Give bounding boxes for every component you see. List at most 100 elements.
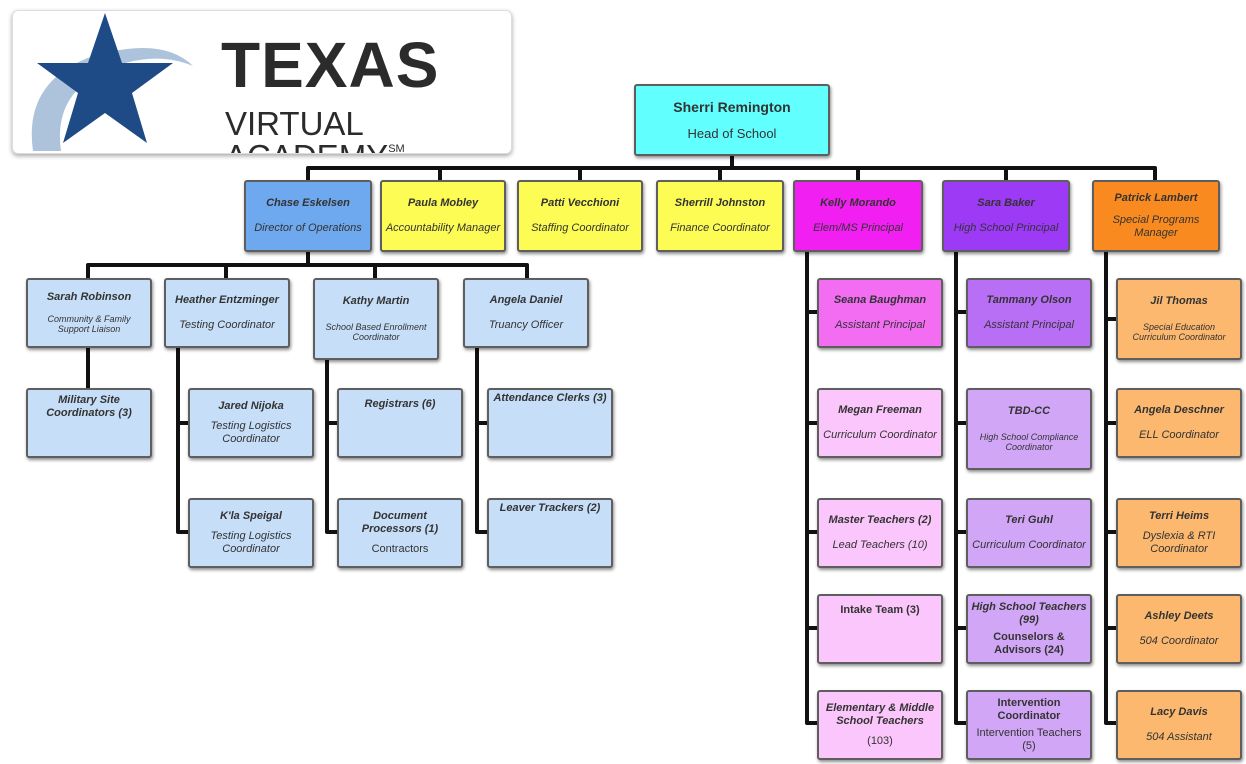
person-name: Jared Nijoka <box>218 399 284 412</box>
community-liaison-box: Sarah Robinson Community & Family Suppor… <box>26 278 152 348</box>
person-name: TBD-CC <box>1007 405 1051 418</box>
group-name: Intake Team (3) <box>840 604 920 616</box>
person-name: Terri Heims <box>1148 509 1210 522</box>
staffing-coordinator-box: Patti Vecchioni Staffing Coordinator <box>517 180 643 252</box>
person-role: Community & Family Support Liaison <box>47 313 131 335</box>
person-role: 504 Coordinator <box>1139 635 1219 647</box>
testing-coordinator-box: Heather Entzminger Testing Coordinator <box>164 278 290 348</box>
person-name: K'la Speigal <box>220 509 282 522</box>
group-note: Contractors <box>371 543 429 556</box>
special-programs-manager-box: Patrick Lambert Special Programs Manager <box>1092 180 1220 252</box>
person-role: Assistant Principal <box>984 319 1074 331</box>
person-name: Sara Baker <box>977 196 1035 209</box>
person-name: Megan Freeman <box>838 404 922 417</box>
504-assistant-box: Lacy Davis 504 Assistant <box>1116 690 1242 760</box>
hs-curriculum-coordinator-box: Teri Guhl Curriculum Coordinator <box>966 498 1092 568</box>
group-role: Counselors & Advisors (24) <box>993 630 1065 656</box>
group-name: Leaver Trackers (2) <box>499 502 601 514</box>
elem-ms-principal-box: Kelly Morando Elem/MS Principal <box>793 180 923 252</box>
testing-logistics-box-1: Jared Nijoka Testing Logistics Coordinat… <box>188 388 314 458</box>
person-name: Angela Daniel <box>489 294 563 307</box>
person-name: Teri Guhl <box>1005 514 1053 527</box>
dyslexia-rti-coordinator-box: Terri Heims Dyslexia & RTI Coordinator <box>1116 498 1242 568</box>
hs-compliance-coordinator-box: TBD-CC High School Compliance Coordinato… <box>966 388 1092 470</box>
group-name: High School Teachers (99) <box>971 601 1087 627</box>
military-site-coordinators-box: Military Site Coordinators (3) <box>26 388 152 458</box>
person-name: Sarah Robinson <box>46 291 132 304</box>
person-name: Patrick Lambert <box>1114 192 1198 205</box>
group-name: Attendance Clerks (3) <box>493 392 607 404</box>
person-name: Angela Deschner <box>1134 404 1224 417</box>
group-name: Military Site Coordinators (3) <box>46 394 132 419</box>
master-teachers-box: Master Teachers (2) Lead Teachers (10) <box>817 498 943 568</box>
person-role: Testing Logistics Coordinator <box>210 420 292 446</box>
person-role: Accountability Manager <box>385 222 501 235</box>
person-role: Elem/MS Principal <box>813 222 903 235</box>
person-role: High School Principal <box>953 222 1059 235</box>
person-name: Heather Entzminger <box>175 294 279 307</box>
person-name: Patti Vecchioni <box>540 196 620 209</box>
person-role: Director of Operations <box>254 222 362 235</box>
person-name: Kathy Martin <box>342 295 410 308</box>
group-count: (103) <box>867 735 893 748</box>
504-coordinator-box: Ashley Deets 504 Coordinator <box>1116 594 1242 664</box>
elem-curriculum-coordinator-box: Megan Freeman Curriculum Coordinator <box>817 388 943 458</box>
person-role: Curriculum Coordinator <box>823 429 937 441</box>
intake-team-box: Intake Team (3) <box>817 594 943 664</box>
head-of-school-box: Sherri Remington Head of School <box>634 84 830 156</box>
elem-ms-teachers-box: Elementary & Middle School Teachers (103… <box>817 690 943 760</box>
person-name: Jil Thomas <box>1150 295 1208 308</box>
person-role: ELL Coordinator <box>1139 429 1219 441</box>
person-name: Lacy Davis <box>1150 706 1208 719</box>
person-role: Dyslexia & RTI Coordinator <box>1142 530 1216 556</box>
person-role: High School Compliance Coordinator <box>979 431 1079 453</box>
person-name: Kelly Morando <box>820 196 896 209</box>
person-role: Intervention Coordinator <box>997 697 1061 723</box>
high-school-principal-box: Sara Baker High School Principal <box>942 180 1070 252</box>
person-role: 504 Assistant <box>1146 731 1212 743</box>
sped-coordinator-box: Jil Thomas Special Education Curriculum … <box>1116 278 1242 360</box>
person-name: Sherrill Johnston <box>674 196 766 209</box>
person-role: Testing Logistics Coordinator <box>210 530 292 556</box>
elem-assistant-principal-box: Seana Baughman Assistant Principal <box>817 278 943 348</box>
person-role: Head of School <box>687 125 777 141</box>
star-swoosh-icon <box>31 13 193 151</box>
document-processors-box: Document Processors (1) Contractors <box>337 498 463 568</box>
person-role: Finance Coordinator <box>670 222 770 235</box>
person-name: Tammany Olson <box>986 294 1072 307</box>
director-of-operations-box: Chase Eskelsen Director of Operations <box>244 180 372 252</box>
group-role: Intervention Teachers (5) <box>976 726 1082 752</box>
person-role: Truancy Officer <box>488 319 564 331</box>
texas-virtual-academy-logo: TEXAS VIRTUAL ACADEMYSM <box>12 10 512 154</box>
group-name: Registrars (6) <box>364 398 436 410</box>
person-role: Special Education Curriculum Coordinator <box>1132 321 1226 343</box>
accountability-manager-box: Paula Mobley Accountability Manager <box>380 180 506 252</box>
logo-academy-text: VIRTUAL ACADEMYSM <box>225 105 405 154</box>
person-role: Assistant Principal <box>835 319 925 331</box>
leaver-trackers-box: Leaver Trackers (2) <box>487 498 613 568</box>
person-role: Curriculum Coordinator <box>972 539 1086 551</box>
registrars-box: Registrars (6) <box>337 388 463 458</box>
testing-logistics-box-2: K'la Speigal Testing Logistics Coordinat… <box>188 498 314 568</box>
enrollment-coordinator-box: Kathy Martin School Based Enrollment Coo… <box>313 278 439 360</box>
person-name: Paula Mobley <box>407 196 479 209</box>
person-role: Testing Coordinator <box>179 319 275 331</box>
person-role: School Based Enrollment Coordinator <box>325 321 427 343</box>
ell-coordinator-box: Angela Deschner ELL Coordinator <box>1116 388 1242 458</box>
person-name: Ashley Deets <box>1144 610 1214 623</box>
group-name: Elementary & Middle School Teachers <box>825 701 935 727</box>
intervention-coordinator-box: Intervention Coordinator Intervention Te… <box>966 690 1092 760</box>
finance-coordinator-box: Sherrill Johnston Finance Coordinator <box>656 180 784 252</box>
person-name: Seana Baughman <box>833 294 927 307</box>
person-role: Special Programs Manager <box>1112 213 1200 239</box>
person-name: Chase Eskelsen <box>266 196 350 209</box>
hs-assistant-principal-box: Tammany Olson Assistant Principal <box>966 278 1092 348</box>
person-role: Staffing Coordinator <box>531 222 629 235</box>
group-role: Lead Teachers (10) <box>832 539 928 551</box>
logo-texas-text: TEXAS <box>221 29 440 101</box>
truancy-officer-box: Angela Daniel Truancy Officer <box>463 278 589 348</box>
person-name: Sherri Remington <box>673 98 791 115</box>
group-name: Master Teachers (2) <box>828 514 932 527</box>
group-name: Document Processors (1) <box>361 509 439 535</box>
